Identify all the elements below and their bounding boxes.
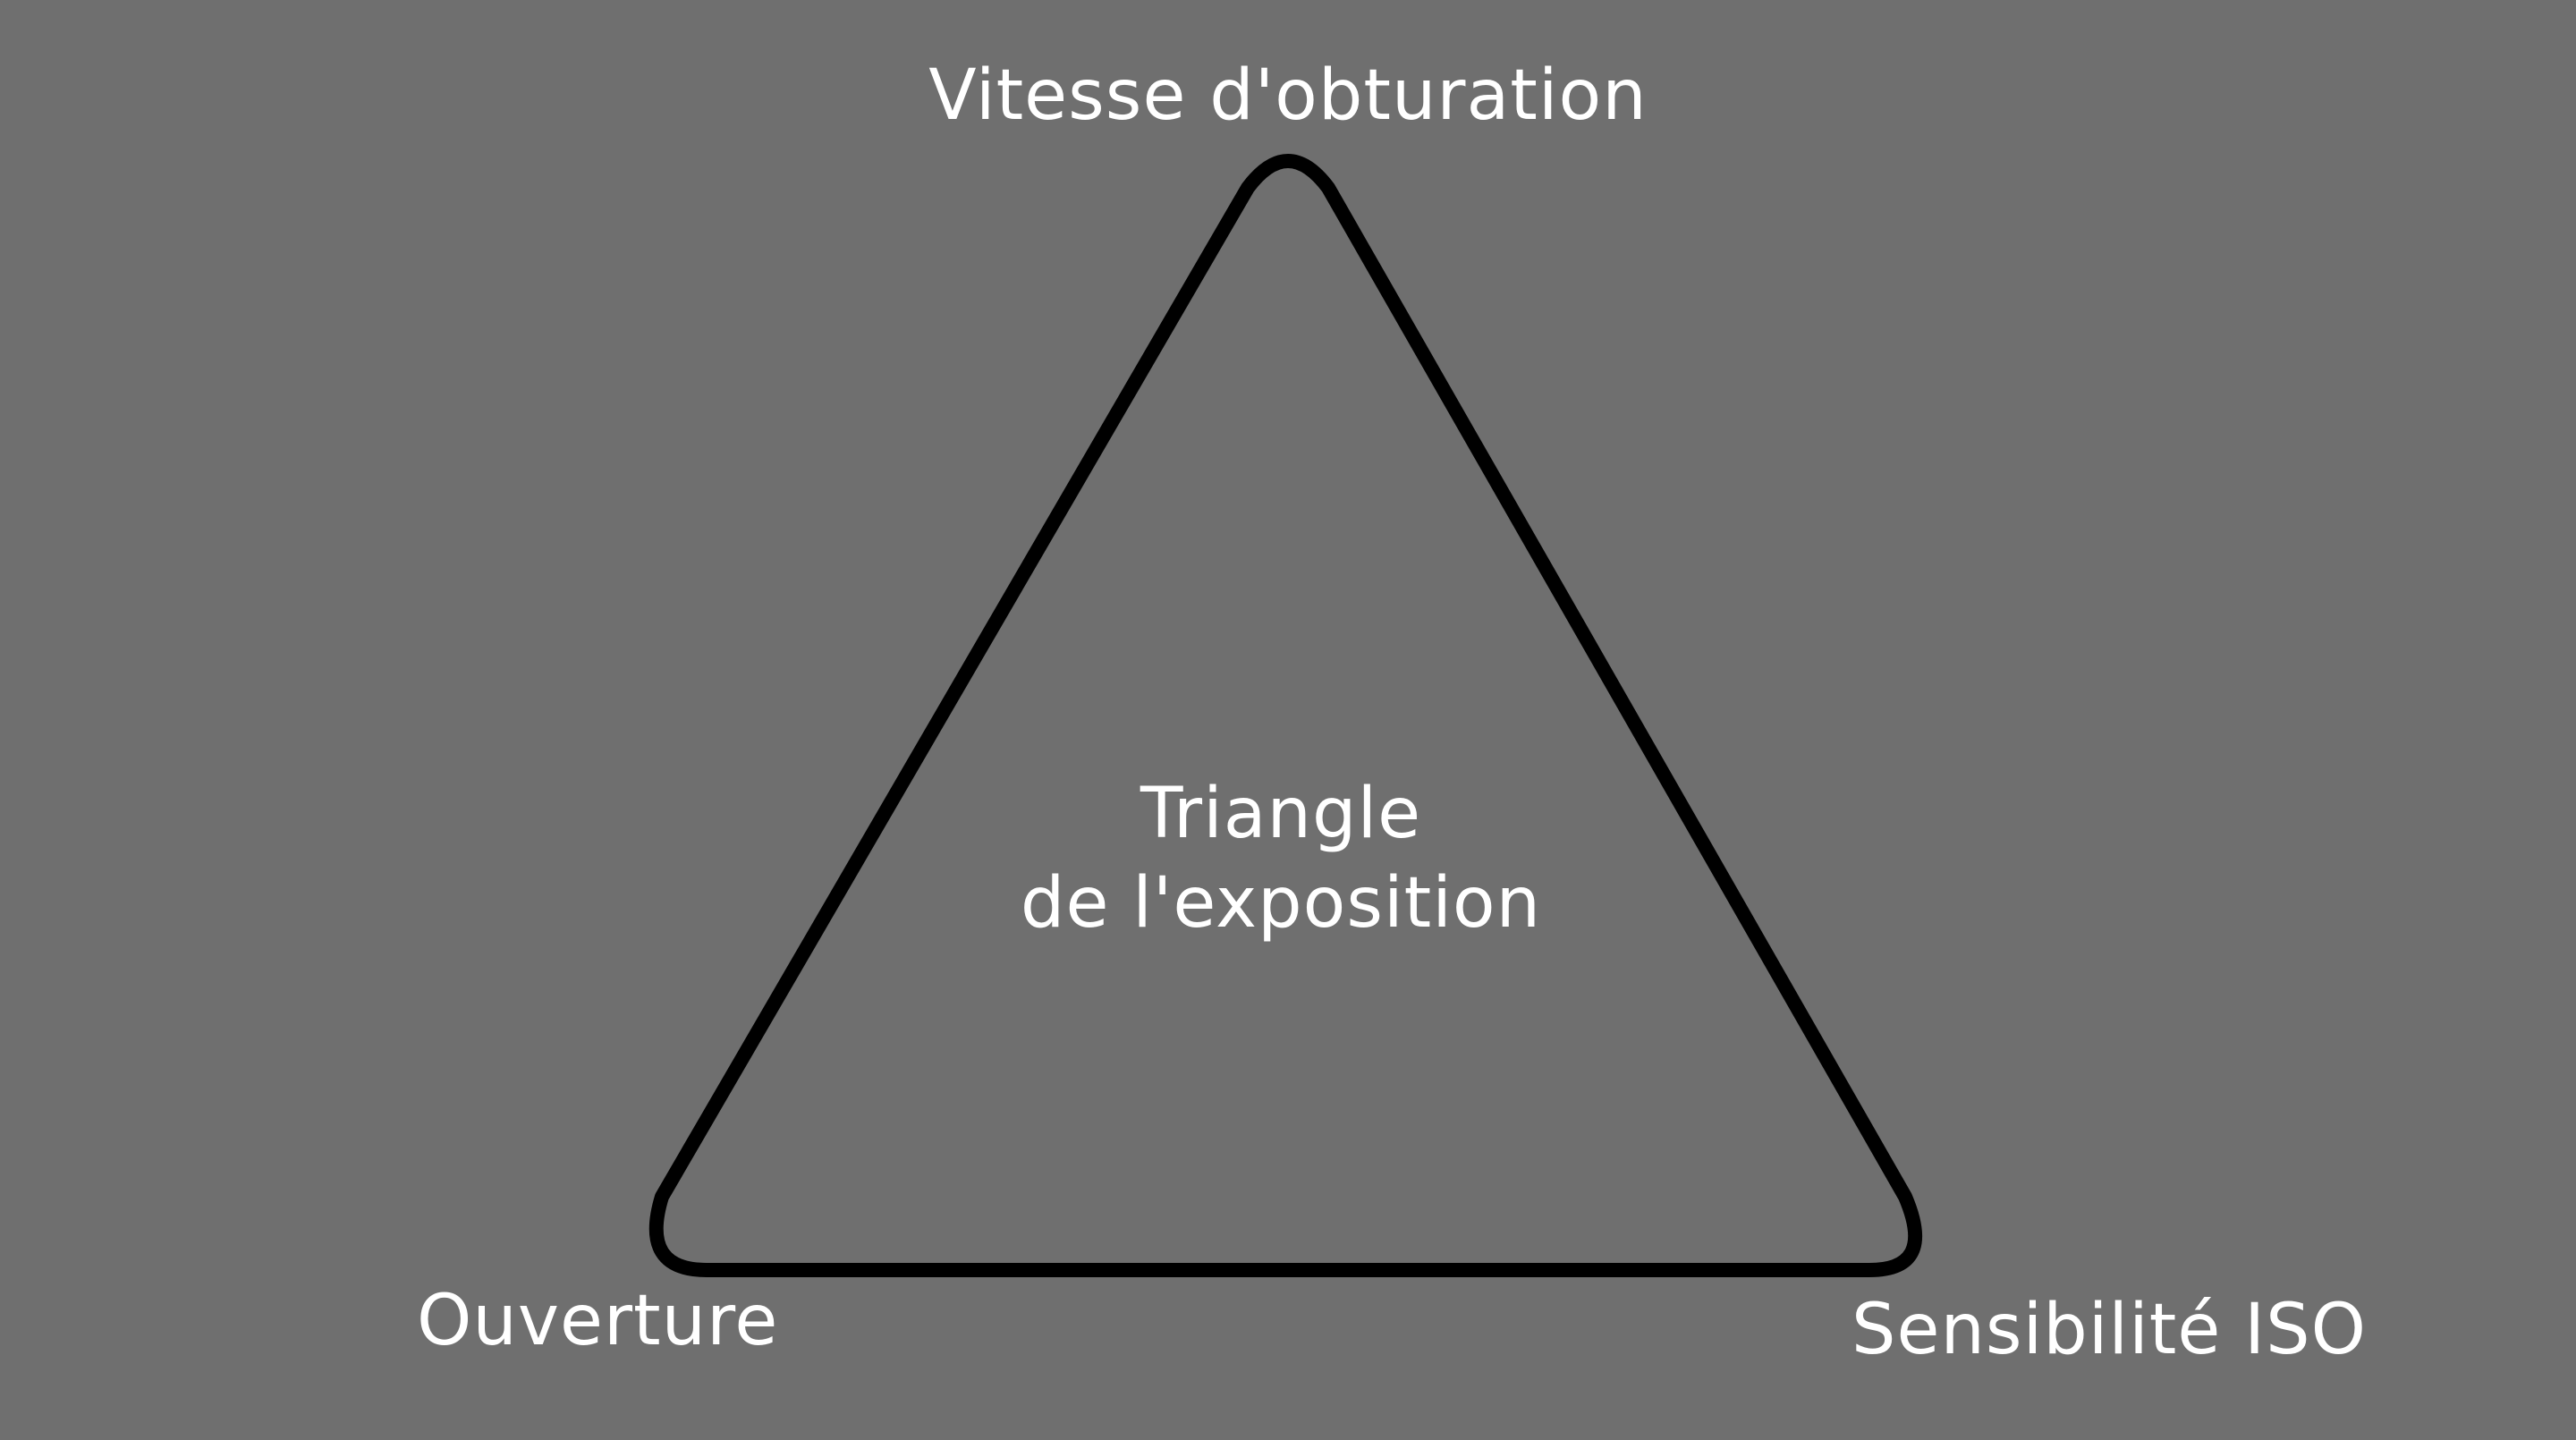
vertex-label-iso: Sensibilité ISO [1852, 1290, 2368, 1370]
vertex-label-shutter-speed: Vitesse d'obturation [928, 55, 1648, 136]
center-title-line-2: de l'exposition [1020, 863, 1542, 944]
vertex-label-aperture: Ouverture [417, 1281, 779, 1361]
center-title: Triangle de l'exposition [1021, 769, 1541, 948]
triangle-outline [648, 154, 1923, 1277]
center-title-line-1: Triangle [1140, 774, 1422, 854]
